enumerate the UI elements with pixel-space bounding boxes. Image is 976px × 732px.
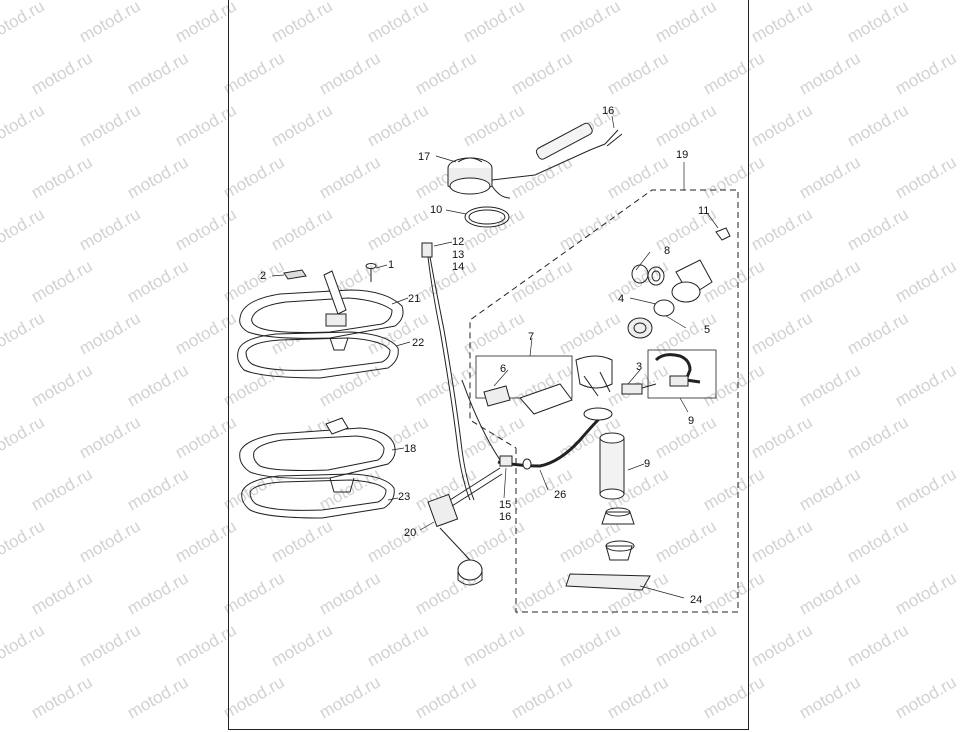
callout-4: 4 <box>618 293 624 305</box>
fuel-pump-9 <box>583 407 625 500</box>
top-plate-22 <box>239 270 404 351</box>
callout-23: 22 <box>412 337 424 349</box>
callout-15: 15 <box>499 499 511 511</box>
callout-17: 16 <box>602 105 614 117</box>
callout-16: 16 <box>499 511 511 523</box>
screw-1 <box>365 263 377 282</box>
callout-3: 3 <box>636 361 642 373</box>
callout-5: 5 <box>704 324 710 336</box>
fuel-hose-26 <box>497 416 602 470</box>
callout-13: 13 <box>452 249 464 261</box>
bottom-plate-19 <box>239 417 396 493</box>
fitting-3 <box>621 383 657 395</box>
callout-26: 26 <box>554 489 566 501</box>
callout-12: 12 <box>452 236 464 248</box>
clip-2 <box>283 269 307 280</box>
diagram-frame <box>228 0 749 730</box>
tube-box <box>647 349 717 399</box>
callout-11: 11 <box>698 205 709 217</box>
callout-24: 23 <box>398 491 410 503</box>
pump-lower-parts <box>601 507 635 561</box>
callout-6: 6 <box>500 363 506 375</box>
pump-bracket-7 <box>475 355 613 415</box>
callout-1: 1 <box>388 259 394 271</box>
callout-25: 24 <box>690 594 702 606</box>
tube-9 <box>654 353 701 384</box>
callout-9-lower: 9 <box>644 458 650 470</box>
gasket-24 <box>241 473 395 519</box>
leader-lines <box>271 115 719 599</box>
gasket-23 <box>237 331 399 379</box>
callout-21: 20 <box>404 527 416 539</box>
callout-2: 2 <box>260 270 266 282</box>
callout-8: 8 <box>664 245 670 257</box>
callout-7: 7 <box>528 331 534 343</box>
callout-20: 19 <box>676 149 688 161</box>
connector-harness <box>421 242 501 501</box>
callout-9-upper: 9 <box>688 415 694 427</box>
filter-housing-5 <box>627 259 713 339</box>
rings-8 <box>631 264 665 286</box>
sender-unit-illustration <box>447 122 623 199</box>
callout-14: 14 <box>452 261 464 273</box>
o-ring-4 <box>653 299 675 317</box>
o-ring-10 <box>464 206 510 228</box>
callout-10: 10 <box>430 204 442 216</box>
float-assembly-21 <box>427 467 503 586</box>
cap-11 <box>715 227 731 241</box>
callout-19: 18 <box>404 443 416 455</box>
assembly-boundary-20 <box>469 189 739 613</box>
callout-22: 21 <box>408 293 420 305</box>
strainer-25 <box>565 573 651 591</box>
callout-18: 17 <box>418 151 430 163</box>
